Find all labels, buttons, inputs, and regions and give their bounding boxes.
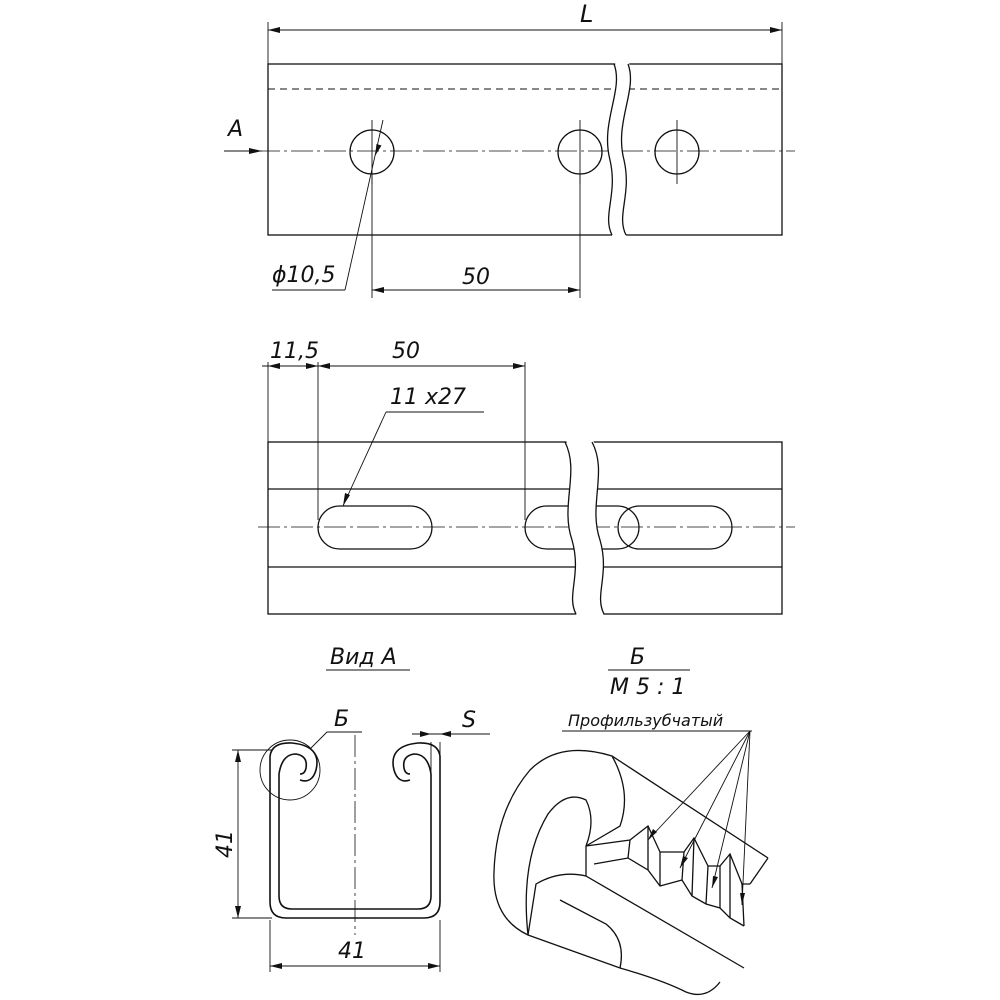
break-line-left [606, 63, 618, 236]
hole-diameter-label: ϕ10,5 [272, 263, 336, 288]
left-lip-inner [278, 753, 308, 775]
slot-pitch-arrow-left [318, 363, 330, 369]
slot-size-label: 11 x27 [390, 385, 466, 410]
detail-leader [310, 731, 328, 749]
thickness-arrow-right [440, 731, 451, 737]
detail-lip-outer [493, 749, 769, 996]
length-arrow-right [770, 27, 782, 33]
tooth-arrow-2 [680, 856, 688, 868]
diameter-arrow [375, 144, 382, 156]
tooth-leader-1 [647, 730, 751, 841]
right-lip-outer [392, 742, 441, 782]
height-arrow-top [235, 750, 241, 762]
tooth-edge-right [749, 857, 769, 885]
hole-pitch-label: 50 [462, 265, 490, 290]
left-lip-outer [269, 742, 318, 782]
detail-bottom-curve [559, 899, 623, 969]
view-a-arrow-head [249, 148, 262, 154]
slot-break-left [564, 441, 577, 615]
view-a-title: Вид А [330, 645, 397, 670]
slot-break-right [591, 441, 605, 615]
tooth-leader-2 [679, 730, 751, 869]
tooth-leader-4 [741, 730, 751, 906]
tooth-face-9 [741, 883, 745, 927]
height-label: 41 [213, 830, 238, 858]
pitch-arrow-left [372, 287, 384, 293]
offset-arrow-left [268, 363, 280, 369]
thickness-label: S [462, 708, 476, 733]
tooth-ridge-upper [585, 824, 750, 885]
height-arrow-bottom [235, 906, 241, 918]
oval-slot-3 [617, 505, 733, 550]
detail-lip-curl [585, 755, 626, 847]
detail-scale: М 5 : 1 [610, 675, 685, 700]
slot-size-arrow [343, 493, 350, 506]
slot-offset-label: 11,5 [270, 339, 319, 364]
width-arrow-left [270, 963, 282, 969]
pitch-arrow-right [568, 287, 580, 293]
tooth-face-5 [691, 837, 695, 897]
tooth-ridge-lower [593, 857, 745, 927]
view-a-section: Вид А Б S 41 [213, 645, 490, 972]
slot-size-leader [342, 411, 387, 507]
break-gap [607, 60, 631, 240]
slot-pitch-label: 50 [392, 339, 420, 364]
tooth-face-4 [681, 851, 685, 881]
width-arrow-right [428, 963, 440, 969]
tooth-leader-3 [711, 730, 751, 889]
top-view-body [267, 63, 783, 236]
tooth-profile-label: Профильзубчатый [568, 711, 723, 730]
detail-bottom-face [527, 873, 587, 936]
oval-slot-1 [317, 505, 433, 550]
break-line-right [620, 63, 632, 236]
length-label: L [580, 0, 593, 28]
offset-arrow-right [306, 363, 318, 369]
slot-break-gap [565, 438, 605, 618]
detail-title: Б [630, 645, 645, 670]
detail-b-view: Б М 5 : 1 Профильзубчатый [493, 645, 769, 996]
length-arrow-left [268, 27, 280, 33]
slot-pitch-arrow-right [513, 363, 525, 369]
view-a-label: A [226, 117, 243, 142]
slot-view: 11,5 50 11 x27 [258, 339, 795, 618]
right-lip-inner [402, 753, 432, 775]
width-label: 41 [338, 939, 366, 964]
top-view: L A ϕ10,5 50 [224, 0, 795, 298]
thickness-arrow-left [420, 731, 431, 737]
tooth-face-6 [705, 865, 709, 905]
tooth-arrow-3 [712, 876, 718, 888]
detail-ref-label: Б [334, 707, 349, 732]
detail-circle [259, 739, 321, 801]
slot-view-body [267, 441, 783, 615]
detail-lip-inner [525, 796, 592, 936]
tooth-face-1 [627, 839, 631, 859]
